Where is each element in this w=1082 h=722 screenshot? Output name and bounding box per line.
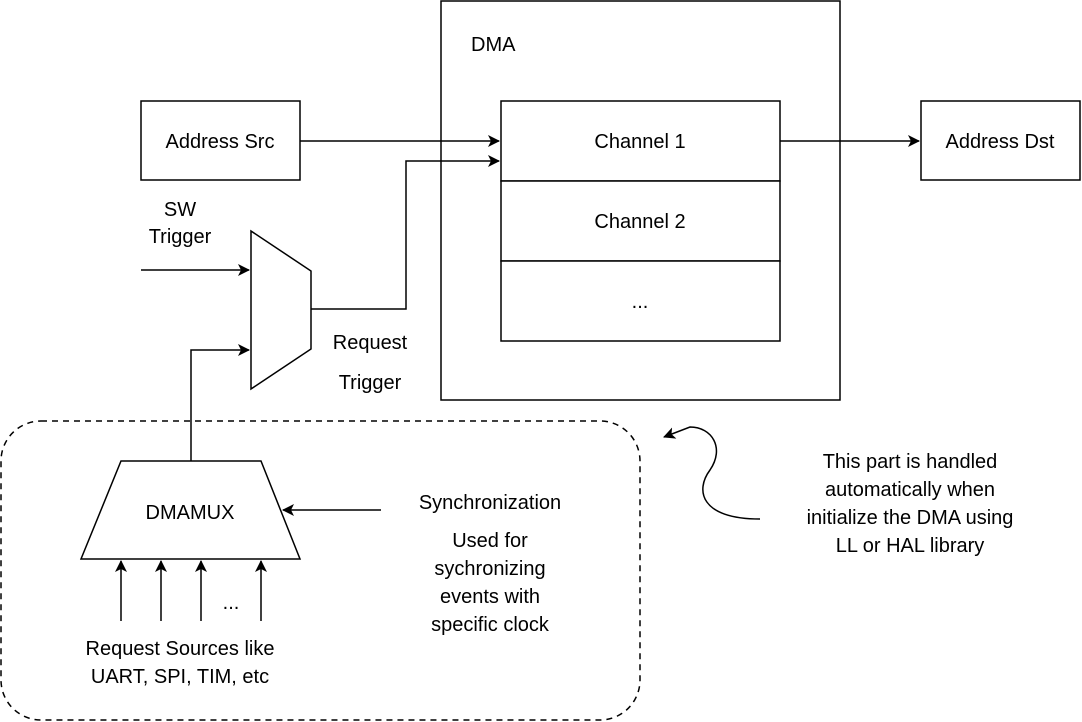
note-line-1: This part is handled [823,451,998,473]
sw-trigger-label-line-2: Trigger [149,226,212,248]
synchronization-title: Synchronization [419,492,561,514]
synchronization-desc-line-3: events with [440,586,540,608]
request-sources-label-line-2: UART, SPI, TIM, etc [91,666,269,688]
synchronization-desc-line-2: sychronizing [434,558,545,580]
channel-1-label: Channel 1 [594,131,685,153]
note-line-3: initialize the DMA using [807,507,1014,529]
auto-handled-region [0,420,641,721]
request-source-ellipsis: ... [223,592,240,614]
channel-more-box [500,260,781,342]
channel-2-box [500,180,781,262]
note-line-2: automatically when [825,479,995,501]
sw-trigger-label-line-1: SW [164,199,196,221]
address-src-box [140,100,301,181]
address-dst-label: Address Dst [946,131,1055,153]
channel-2-label: Channel 2 [594,211,685,233]
request-trigger-label-line-2: Trigger [339,372,402,394]
note-line-4: LL or HAL library [836,535,985,557]
channel-more-label: ... [632,291,649,313]
request-trigger-label-line-1: Request [333,332,408,354]
synchronization-desc-line-4: specific clock [431,614,550,636]
dma-block [440,0,841,401]
dma-title: DMA [471,34,516,56]
dmamux-label: DMAMUX [146,502,235,524]
note-pointer-arrow [663,426,761,520]
dmamux-shape [79,460,302,560]
address-dst-box [920,100,1081,181]
synchronization-desc-line-1: Used for [452,530,528,552]
dmamux-to-mux-arrow [190,344,250,461]
address-src-label: Address Src [166,131,275,153]
request-mux-shape [250,229,312,391]
request-sources-label-line-1: Request Sources like [86,638,275,660]
mux-to-channel-arrow [311,155,500,310]
